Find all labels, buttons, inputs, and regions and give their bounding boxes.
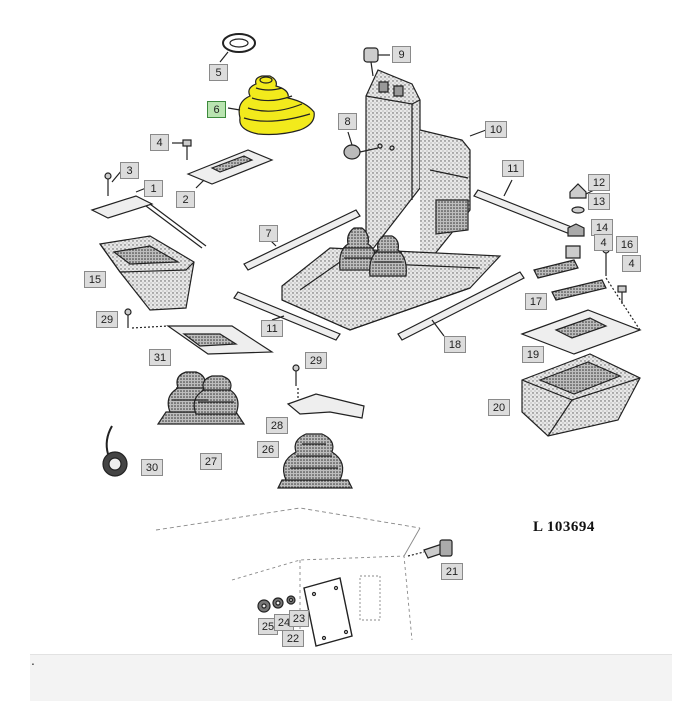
callout-8: 8 <box>338 113 357 130</box>
boot-6-highlighted <box>227 75 315 136</box>
tray-20-drawing <box>521 353 641 437</box>
callout-3: 3 <box>120 162 139 179</box>
washers-23-24-25-drawing <box>257 595 296 613</box>
bar-11-upper-drawing <box>473 179 575 235</box>
callout-4b: 4 <box>594 234 613 251</box>
plate-28-drawing <box>286 388 365 419</box>
callout-21: 21 <box>441 563 463 580</box>
hopper-15-drawing <box>98 235 195 311</box>
bars-17-drawing <box>533 259 607 301</box>
callout-29a: 29 <box>96 311 118 328</box>
callout-15: 15 <box>84 271 106 288</box>
callout-22: 22 <box>282 630 304 647</box>
plug-8-drawing <box>343 131 379 160</box>
callout-12: 12 <box>588 174 610 191</box>
callout-18: 18 <box>444 336 466 353</box>
plate-22-drawing <box>303 577 353 647</box>
callout-7: 7 <box>259 225 278 242</box>
callout-9: 9 <box>392 46 411 63</box>
callout-4a: 4 <box>150 134 169 151</box>
drawing-reference-number: L 103694 <box>533 519 595 535</box>
bolt-4a-drawing <box>172 139 192 160</box>
double-boot-27-drawing <box>156 371 246 425</box>
housing-10-drawing <box>365 69 487 261</box>
callout-6-highlighted: 6 <box>207 101 226 118</box>
bolt-4c-drawing <box>617 285 627 304</box>
plug-9-drawing <box>363 47 390 77</box>
callout-23: 23 <box>289 610 309 627</box>
base-plate-drawing <box>281 247 502 331</box>
tape-roll-30-drawing <box>102 425 128 477</box>
callout-16: 16 <box>616 236 638 253</box>
callout-2: 2 <box>176 191 195 208</box>
callout-31: 31 <box>149 349 171 366</box>
footer-mark: . <box>31 652 35 668</box>
screw-29b-drawing <box>292 364 300 386</box>
callout-30: 30 <box>141 459 163 476</box>
footer-bar <box>30 654 672 701</box>
callout-13: 13 <box>588 193 610 210</box>
callout-29b: 29 <box>305 352 327 369</box>
callout-25: 25 <box>258 618 278 635</box>
callout-14: 14 <box>591 219 613 236</box>
callout-17: 17 <box>525 293 547 310</box>
callout-11-upper: 11 <box>502 160 524 177</box>
bar-18-drawing <box>397 271 525 341</box>
screw-29a-drawing <box>124 308 132 328</box>
callout-27: 27 <box>200 453 222 470</box>
plate-2-drawing <box>186 149 274 189</box>
callout-10: 10 <box>485 121 507 138</box>
gasket-31-drawing <box>131 325 274 355</box>
bracket-1-drawing <box>90 187 207 249</box>
callout-1: 1 <box>144 180 163 197</box>
callout-5: 5 <box>209 64 228 81</box>
bar-11-lower-drawing <box>233 291 341 341</box>
callout-20: 20 <box>488 399 510 416</box>
boot-26-drawing <box>277 433 353 489</box>
ring-5-drawing <box>219 33 256 63</box>
frame-19-drawing <box>520 277 642 355</box>
bolt-21-drawing <box>407 539 453 559</box>
callout-11-lower: 11 <box>261 320 283 337</box>
callout-4c: 4 <box>622 255 641 272</box>
base-boots-drawing <box>339 227 407 277</box>
fittings-12-13-14-drawing <box>565 183 595 259</box>
callout-26: 26 <box>257 441 279 458</box>
callout-19: 19 <box>522 346 544 363</box>
callout-28: 28 <box>266 417 288 434</box>
